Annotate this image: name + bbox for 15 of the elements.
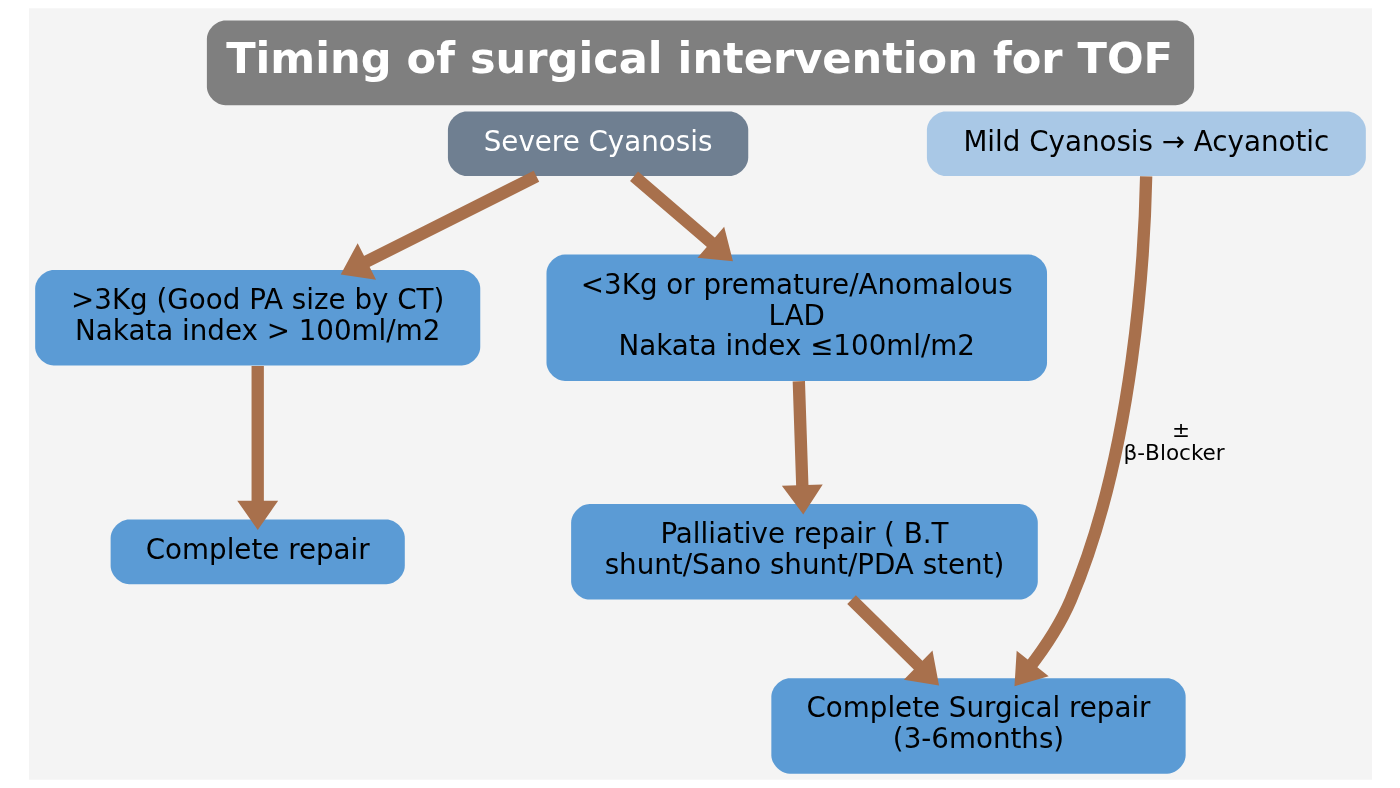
node-box: Palliative repair ( B.T shunt/Sano shunt/PDA stent) [570, 504, 1038, 600]
node-box: Severe Cyanosis [447, 111, 748, 177]
diagram-title: Timing of surgical intervention for TOF [225, 32, 1173, 83]
arrow [236, 366, 278, 530]
arrow [846, 595, 939, 686]
node-box: Complete repair [110, 519, 405, 585]
node-box: >3Kg (Good PA size by CT) Nakata index > 100ml/m2 [34, 270, 480, 366]
node-box: Complete Surgical repair (3-6months) [770, 678, 1186, 774]
arrow [781, 381, 823, 515]
node-box: Mild Cyanosis → Acyanotic [926, 111, 1366, 177]
node-box: <3Kg or premature/Anomalous LAD Nakata index ≤100ml/m2 [546, 254, 1047, 381]
arrow [629, 171, 733, 262]
edge-label: ± β-Blocker [1123, 416, 1225, 465]
arrow [340, 170, 539, 280]
arrow [1013, 176, 1152, 687]
